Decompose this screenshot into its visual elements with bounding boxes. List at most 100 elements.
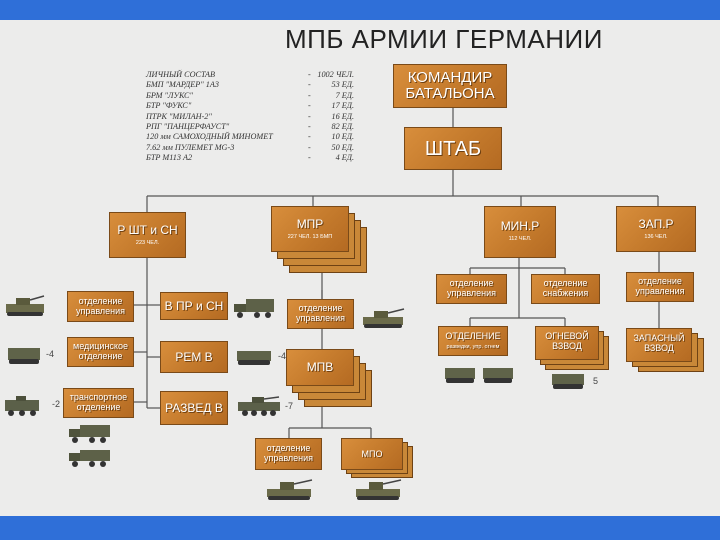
stats-value: 53 ЕД. xyxy=(331,80,355,90)
stats-value: 17 ЕД. xyxy=(331,101,355,111)
razved-v-label: РАЗВЕД В xyxy=(165,401,223,415)
fire-platoon-box: ОГНЕВОЙ ВЗВОД xyxy=(535,326,599,360)
ambulance-apc-icon xyxy=(8,348,40,364)
stats-value: 4 ЕД. xyxy=(335,153,354,163)
stats-dash: - xyxy=(308,121,311,131)
vpr-sn-box: В ПР и СН xyxy=(160,292,228,320)
stats-label: 7.62 мм ПУЛЕМЕТ МG-3 xyxy=(146,142,235,152)
mpv-control-box: отделение управления xyxy=(255,438,322,470)
mpr-label: МПР xyxy=(296,217,324,231)
zapr-control-label: отделение управления xyxy=(635,276,685,296)
stats-row: БТР "ФУКС" - 17 ЕД. xyxy=(146,101,354,111)
reserve-platoon-box: ЗАПАСНЫЙ ВЗВОД xyxy=(626,328,692,362)
rsht-box: Р ШТ и СН 223 ЧЕЛ. xyxy=(109,212,186,258)
stats-row: ПТРК "МИЛАН-2" - 16 ЕД. xyxy=(146,112,354,122)
page-title: МПБ АРМИИ ГЕРМАНИИ xyxy=(285,24,603,54)
fire-platoon-label: ОГНЕВОЙ ВЗВОД xyxy=(545,331,589,351)
minr-control-box: отделение управления xyxy=(436,274,507,304)
mpr-strength: 227 ЧЕЛ. 13 БМП xyxy=(287,234,333,240)
apc-m113-icon xyxy=(445,368,475,383)
bottom-bar xyxy=(0,516,720,540)
minr-control-label: отделение управления xyxy=(446,278,497,298)
mpr-control-label: отделение управления xyxy=(295,303,346,323)
medical-box: медицинское отделение xyxy=(67,337,134,367)
ifv-icon xyxy=(356,479,402,500)
minr-strength: 112 ЧЕЛ. xyxy=(508,236,532,242)
stats-label: БРМ "ЛУКС" xyxy=(146,90,193,100)
rem-v-box: РЕМ В xyxy=(160,341,228,373)
rsht-control-label: отделение управления xyxy=(75,296,126,316)
truck-icon xyxy=(69,450,110,467)
recon-vehicle-icon xyxy=(238,396,280,416)
stats-dash: - xyxy=(308,80,311,90)
ifv-icon xyxy=(267,479,313,500)
stats-value: 82 ЕД. xyxy=(331,121,355,131)
transport-box: транспортное отделение xyxy=(63,388,134,418)
hq-box: ШТАБ xyxy=(404,127,502,170)
apc-m113-icon xyxy=(483,368,513,383)
mortar-carrier-icon xyxy=(552,374,584,389)
transport-label: транспортное отделение xyxy=(69,392,128,412)
mpo-label: МПО xyxy=(361,449,383,459)
transport-count: -2 xyxy=(52,399,61,409)
stats-row: ЛИЧНЫЙ СОСТАВ -1002 ЧЕЛ. xyxy=(146,70,354,80)
apc-icon xyxy=(5,396,39,416)
stats-dash: - xyxy=(308,153,311,163)
minr-section-label: ОТДЕЛЕНИЕ xyxy=(445,331,501,341)
zapr-label: ЗАП.Р xyxy=(638,217,674,231)
stats-dash: - xyxy=(308,70,311,79)
stats-dash: - xyxy=(308,90,311,100)
stats-label: ПТРК "МИЛАН-2" xyxy=(146,111,212,121)
stats-label: РПГ "ПАНЦЕРФАУСТ" xyxy=(146,121,230,131)
razved-v-count: -7 xyxy=(285,401,294,411)
stats-label: ЛИЧНЫЙ СОСТАВ xyxy=(146,70,215,79)
stats-row: БМП "МАРДЕР" 1А3 - 53 ЕД. xyxy=(146,80,354,90)
mpr-control-box: отделение управления xyxy=(287,299,354,329)
recovery-vehicle-icon xyxy=(237,351,271,365)
mpr-box: МПР 227 ЧЕЛ. 13 БМП xyxy=(271,206,349,252)
stats-value: 10 ЕД. xyxy=(331,132,355,142)
stats-row: 120 мм САМОХОДНЫЙ МИНОМЕТ - 10 ЕД. xyxy=(146,132,354,142)
hq-label: ШТАБ xyxy=(424,138,482,160)
mpv-box: МПВ xyxy=(286,349,354,386)
zapr-strength: 136 ЧЕЛ. xyxy=(644,234,668,240)
stats-value: 7 ЕД. xyxy=(335,90,354,100)
commander-label: КОМАНДИР БАТАЛЬОНА xyxy=(405,69,495,102)
reserve-platoon-label: ЗАПАСНЫЙ ВЗВОД xyxy=(633,333,685,353)
medical-label: медицинское отделение xyxy=(73,341,128,361)
zapr-control-box: отделение управления xyxy=(626,272,694,302)
stats-label: БТР М113 А2 xyxy=(146,153,193,163)
medical-count: -4 xyxy=(46,349,55,359)
stats-row: БРМ "ЛУКС" - 7 ЕД. xyxy=(146,91,354,101)
stats-value: 50 ЕД. xyxy=(331,142,355,152)
top-bar xyxy=(0,0,720,20)
stats-dash: - xyxy=(308,101,311,111)
stats-label: БТР "ФУКС" xyxy=(146,101,192,111)
minr-label: МИН.Р xyxy=(500,219,540,233)
stats-label: БМП "МАРДЕР" 1А3 xyxy=(146,80,219,90)
stats-row: 7.62 мм ПУЛЕМЕТ МG-3-50 ЕД. xyxy=(146,143,354,153)
stats-dash: - xyxy=(308,132,311,142)
minr-box: МИН.Р 112 ЧЕЛ. xyxy=(484,206,556,258)
fire-platoon-count: 5 xyxy=(593,376,599,386)
rsht-label: Р ШТ и СН xyxy=(117,223,178,237)
stats-label: 120 мм САМОХОДНЫЙ МИНОМЕТ xyxy=(146,132,273,142)
rem-v-count: -4 xyxy=(278,351,287,361)
truck-icon xyxy=(234,299,274,318)
stats-row: РПГ "ПАНЦЕРФАУСТ" - 82 ЕД. xyxy=(146,122,354,132)
razved-v-box: РАЗВЕД В xyxy=(160,391,228,425)
stats-dash: - xyxy=(308,111,311,121)
mpo-box: МПО xyxy=(341,438,403,470)
zapr-box: ЗАП.Р 136 ЧЕЛ. xyxy=(616,206,696,252)
truck-icon xyxy=(69,425,110,443)
stats-list: ЛИЧНЫЙ СОСТАВ-1002 ЧЕЛ.БМП "МАРДЕР" 1А3-… xyxy=(146,70,354,164)
commander-box: КОМАНДИР БАТАЛЬОНА xyxy=(393,64,507,108)
stats-value: 1002 ЧЕЛ. xyxy=(317,70,354,79)
rem-v-label: РЕМ В xyxy=(175,350,213,364)
rsht-control-box: отделение управления xyxy=(67,291,134,322)
minr-supply-label: отделение снабжения xyxy=(542,278,589,298)
stats-value: 16 ЕД. xyxy=(331,111,355,121)
ifv-icon xyxy=(363,308,405,328)
